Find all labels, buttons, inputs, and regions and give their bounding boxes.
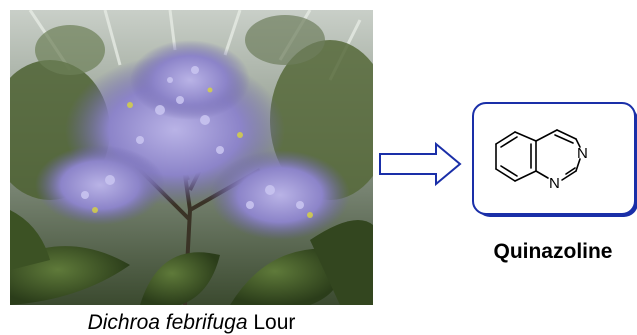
n3-atom-label: N bbox=[577, 145, 588, 162]
species-caption: Dichroa febrifuga Lour bbox=[10, 310, 373, 335]
right-hollow-arrow-icon bbox=[379, 141, 462, 187]
molecule-name: Quinazoline bbox=[493, 240, 613, 263]
plant-photo bbox=[10, 10, 373, 305]
quinazoline-structure-icon: N N bbox=[495, 129, 588, 192]
genus-name: Dichroa bbox=[87, 311, 160, 334]
n1-atom-label: N bbox=[549, 175, 560, 192]
species-name: febrifuga bbox=[165, 311, 248, 334]
molecule-box: N N bbox=[472, 102, 636, 215]
author-name: Lour bbox=[253, 311, 296, 334]
